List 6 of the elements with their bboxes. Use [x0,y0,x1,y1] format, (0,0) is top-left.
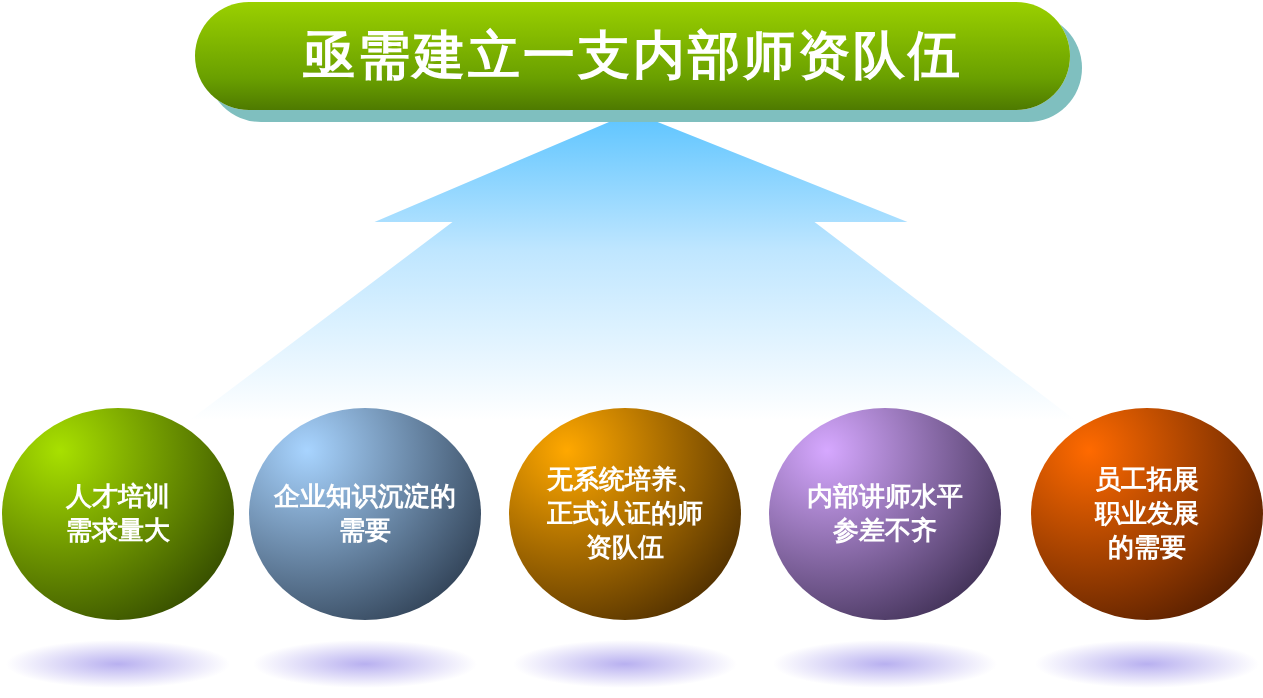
bubble-label: 内部讲师水平参差不齐 [806,480,964,547]
bubble-label: 无系统培养、正式认证的师资队伍 [546,463,704,564]
bubble-label: 员工拓展职业发展的需要 [1093,463,1200,564]
banner-title: 亟需建立一支内部师资队伍 [302,24,963,88]
bubble-label: 人才培训需求量大 [65,480,171,547]
bubble-label: 企业知识沉淀的需要 [272,480,457,547]
